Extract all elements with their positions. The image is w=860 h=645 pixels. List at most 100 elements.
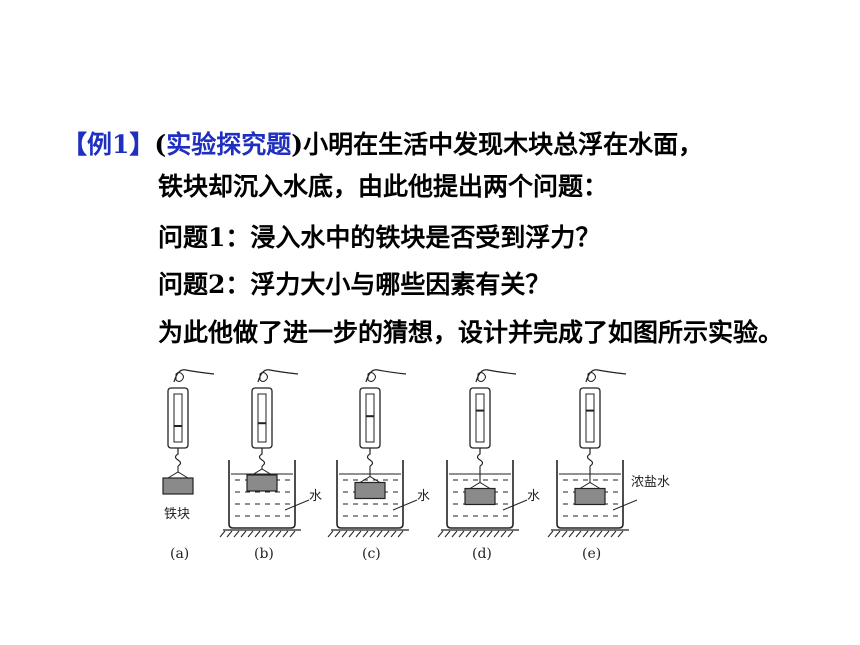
table-hatch (568, 530, 575, 538)
iron-block (354, 481, 386, 500)
hand-icon (475, 369, 517, 383)
finger-icon (587, 372, 596, 382)
iron-block (464, 487, 496, 506)
panel-4: 水(d) (437, 369, 540, 562)
hand-icon (173, 369, 215, 383)
table-hatch (451, 530, 458, 538)
question-2: 问题2：浮力大小与哪些因素有关？ (158, 270, 551, 299)
liquid-label: 水 (417, 489, 430, 504)
table-hatch (369, 530, 376, 538)
scale-hook (366, 448, 374, 467)
table-hatch (289, 530, 296, 538)
table-hatch (507, 530, 514, 538)
beaker (228, 460, 296, 529)
table-hatch (240, 530, 247, 538)
scale-hook (586, 448, 594, 467)
block-label: 铁块 (164, 507, 190, 522)
table-hatch (444, 530, 451, 538)
table-hatch (575, 530, 582, 538)
type-close-paren: ) (291, 130, 304, 159)
table-hatch (500, 530, 507, 538)
beaker (446, 460, 514, 529)
panel-caption: (b) (254, 546, 274, 562)
table-hatch (383, 530, 390, 538)
table-hatch (397, 530, 404, 538)
table-hatch (282, 530, 289, 538)
table-hatch (268, 530, 275, 538)
table-hatch (376, 530, 383, 538)
block-strap (469, 481, 491, 489)
panel-caption: (e) (582, 546, 601, 562)
table-hatch (561, 530, 568, 538)
experiment-figure: 铁块 (a) 水 (b) 水 (c) 水(d) 浓盐水 (e) (162, 369, 670, 562)
table-hatch (247, 530, 254, 538)
iron-block (574, 487, 606, 506)
problem-line-2: 铁块却沉入水底，由此他提出两个问题： (158, 172, 609, 201)
scale-slot (475, 393, 485, 443)
table-hatch (362, 530, 369, 538)
table-hatch (254, 530, 261, 538)
table-hatch (458, 530, 465, 538)
table-hatch (603, 530, 610, 538)
table-hatch (486, 530, 493, 538)
table-hatch (275, 530, 282, 538)
table-hatch (327, 530, 334, 538)
table-hatch (582, 530, 589, 538)
scale-slot (257, 393, 267, 443)
example-tag: 【例1】 (62, 130, 155, 159)
label-leader (392, 499, 418, 511)
table-hatch (390, 530, 397, 538)
beaker (336, 460, 404, 529)
table-hatch (334, 530, 341, 538)
table-hatch (233, 530, 240, 538)
problem-line-5: 为此他做了进一步的猜想，设计并完成了如图所示实验。 (158, 318, 784, 347)
table-hatch (437, 530, 444, 538)
scale-slot (585, 393, 595, 443)
panel-2: 水 (b) (219, 369, 322, 562)
block-strap (167, 471, 189, 479)
iron-block (162, 477, 194, 495)
panel-caption: (a) (170, 546, 189, 562)
table-hatch (261, 530, 268, 538)
scale-slot (365, 393, 375, 443)
hand-icon (585, 369, 627, 383)
liquid-label: 水 (527, 489, 540, 504)
table-hatch (554, 530, 561, 538)
scale-hook (258, 448, 266, 467)
finger-icon (477, 372, 486, 382)
liquid-label: 浓盐水 (631, 475, 670, 490)
liquid-label: 水 (309, 489, 322, 504)
panel-1: 铁块 (a) (162, 369, 215, 562)
type-open-paren: ( (154, 130, 167, 159)
question-type: 实验探究题 (166, 130, 292, 159)
table-hatch (547, 530, 554, 538)
table-hatch (617, 530, 624, 538)
example-first-line: 【例1】(实验探究题)小明在生活中发现木块总浮在水面， (62, 128, 703, 162)
question-1: 问题1：浸入水中的铁块是否受到浮力？ (158, 223, 601, 252)
beaker (556, 460, 624, 529)
panel-3: 水 (c) (327, 369, 430, 562)
table-hatch (479, 530, 486, 538)
table-hatch (596, 530, 603, 538)
block-strap (251, 468, 273, 476)
scale-hook (174, 448, 182, 467)
hand-icon (365, 369, 407, 383)
table-hatch (465, 530, 472, 538)
panel-caption: (c) (362, 546, 381, 562)
label-leader (612, 499, 638, 511)
scale-slot (173, 393, 183, 443)
label-leader (284, 499, 310, 511)
table-hatch (493, 530, 500, 538)
problem-line-1: 小明在生活中发现木块总浮在水面， (303, 130, 704, 159)
table-hatch (348, 530, 355, 538)
finger-icon (367, 372, 376, 382)
table-hatch (589, 530, 596, 538)
table-hatch (355, 530, 362, 538)
label-leader (502, 499, 528, 511)
block-strap (579, 481, 601, 489)
hand-icon (257, 369, 299, 383)
panel-5: 浓盐水 (e) (547, 369, 670, 562)
table-hatch (472, 530, 479, 538)
finger-icon (175, 372, 184, 382)
